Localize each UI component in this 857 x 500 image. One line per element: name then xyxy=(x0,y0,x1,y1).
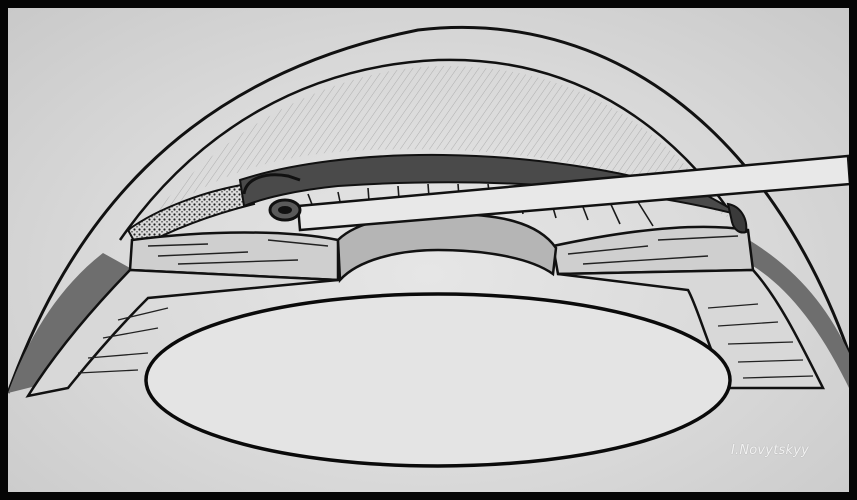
eye-anatomy-drawing xyxy=(8,8,849,492)
drawing-canvas: I.Novytskyy xyxy=(8,8,849,492)
artist-signature: I.Novytskyy xyxy=(731,443,809,458)
iris-right xyxy=(553,227,753,274)
lens xyxy=(146,294,730,466)
